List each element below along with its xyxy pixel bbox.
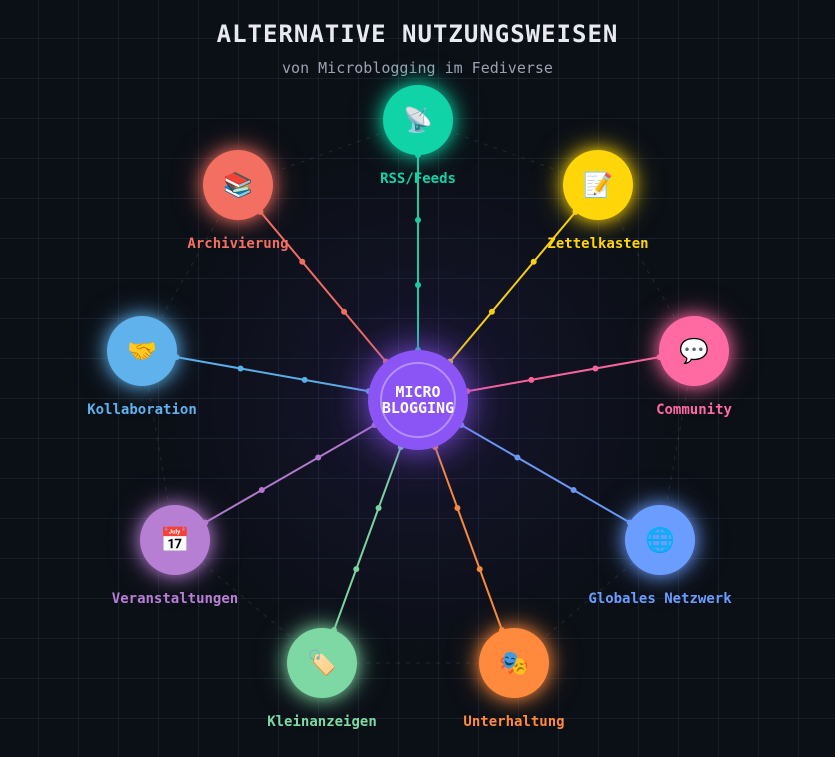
node-unt[interactable]: 🎭 bbox=[479, 628, 549, 698]
connector-dot-zet bbox=[530, 258, 537, 265]
price-tag-icon: 🏷️ bbox=[307, 649, 337, 677]
connector-line-com bbox=[467, 356, 660, 393]
node-veran[interactable]: 📅 bbox=[140, 505, 210, 575]
connector-line-koll bbox=[176, 356, 369, 393]
node-glob[interactable]: 🌐 bbox=[625, 505, 695, 575]
theater-masks-icon: 🎭 bbox=[499, 649, 529, 677]
connector-dot-unt bbox=[476, 566, 483, 573]
books-icon: 📚 bbox=[223, 171, 253, 199]
connector-dot-arch bbox=[341, 308, 348, 315]
connector-dot-com bbox=[592, 365, 599, 372]
memo-icon: 📝 bbox=[583, 171, 613, 199]
node-label-zet: Zettelkasten bbox=[547, 236, 649, 252]
node-com[interactable]: 💬 bbox=[659, 316, 729, 386]
connector-line-veran bbox=[204, 424, 376, 524]
connector-dot-glob bbox=[514, 454, 521, 461]
connector-dot-arch bbox=[299, 258, 306, 265]
connector-dot-klein bbox=[375, 505, 382, 512]
node-klein[interactable]: 🏷️ bbox=[287, 628, 357, 698]
node-zet[interactable]: 📝 bbox=[563, 150, 633, 220]
center-hub[interactable]: MICRO BLOGGING bbox=[368, 350, 468, 450]
connector-line-klein bbox=[333, 446, 402, 631]
outer-ring-connector bbox=[141, 119, 695, 664]
connector-dot-unt bbox=[454, 505, 461, 512]
center-label: MICRO BLOGGING bbox=[382, 384, 454, 416]
connector-dot-koll bbox=[301, 376, 308, 383]
center-ring bbox=[380, 362, 456, 438]
connector-dot-veran bbox=[315, 454, 322, 461]
diagram-title: ALTERNATIVE NUTZUNGSWEISEN bbox=[216, 20, 619, 48]
center-label-line1: MICRO bbox=[395, 383, 441, 401]
connector-dot-veran bbox=[258, 487, 265, 494]
calendar-icon: 📅 bbox=[160, 526, 190, 554]
node-koll[interactable]: 🤝 bbox=[107, 316, 177, 386]
node-label-arch: Archivierung bbox=[187, 236, 289, 252]
node-label-veran: Veranstaltungen bbox=[111, 591, 239, 607]
connector-dot-glob bbox=[570, 486, 577, 493]
node-label-glob: Globales Netzwerk bbox=[588, 591, 732, 607]
connector-line-glob bbox=[460, 424, 631, 524]
speech-bubble-icon: 💬 bbox=[679, 337, 709, 365]
node-label-klein: Kleinanzeigen bbox=[267, 714, 377, 730]
connector-dot-com bbox=[528, 376, 535, 383]
connector-line-zet bbox=[449, 211, 577, 363]
connector-dot-rss bbox=[415, 217, 421, 223]
connector-dot-rss bbox=[415, 282, 421, 288]
center-label-line2: BLOGGING bbox=[381, 399, 455, 417]
connector-dot-klein bbox=[353, 566, 360, 573]
connector-line-arch bbox=[259, 211, 387, 363]
node-label-unt: Unterhaltung bbox=[463, 714, 565, 730]
connector-line-unt bbox=[434, 446, 503, 631]
node-arch[interactable]: 📚 bbox=[203, 150, 273, 220]
node-label-com: Community bbox=[656, 402, 732, 418]
satellite-antenna-icon: 📡 bbox=[403, 106, 433, 134]
node-label-rss: RSS/Feeds bbox=[380, 171, 456, 187]
diagram-subtitle: von Microblogging im Fediverse bbox=[282, 59, 553, 77]
connector-dot-zet bbox=[488, 308, 495, 315]
node-rss[interactable]: 📡 bbox=[383, 85, 453, 155]
connector-dot-koll bbox=[237, 365, 244, 372]
handshake-icon: 🤝 bbox=[127, 337, 157, 365]
node-label-koll: Kollaboration bbox=[87, 402, 197, 418]
globe-icon: 🌐 bbox=[645, 526, 675, 554]
